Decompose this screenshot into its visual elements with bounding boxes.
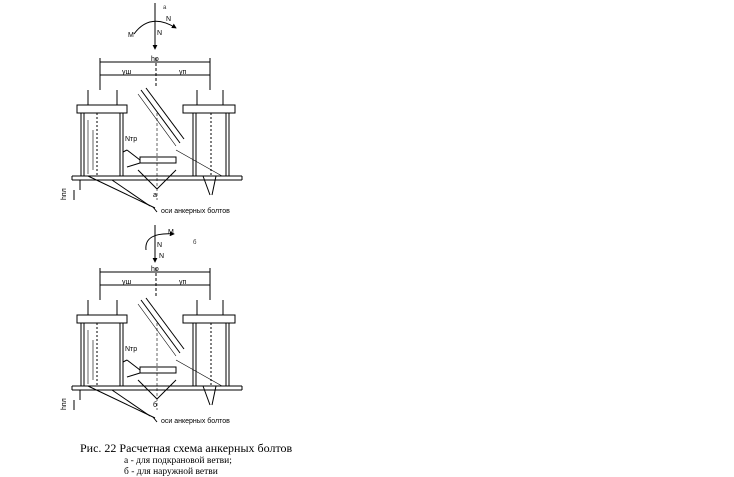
figure-caption-item-a: а - для подкрановой ветви;: [124, 456, 232, 466]
bolt-axes-label: оси анкерных болтов: [161, 207, 230, 215]
brace-force-label: Nтр: [125, 346, 137, 353]
force-n-label: N: [166, 16, 171, 23]
force-n-side-label: N: [159, 253, 164, 260]
figure-caption-title: Рис. 22 Расчетная схема анкерных болтов: [80, 441, 293, 455]
moment-label: M: [128, 32, 134, 39]
brace-force-label: Nтр: [125, 136, 137, 143]
left-dim-label: уш: [122, 69, 132, 76]
force-n-arrow: [133, 3, 177, 50]
center-point-label: б: [153, 401, 157, 409]
force-n-label: N: [157, 242, 162, 249]
panel-letter-a: а: [163, 5, 167, 11]
height-label: hпл: [61, 188, 68, 200]
force-n-arrow: [145, 225, 175, 263]
panel-letter-b: б: [193, 240, 197, 246]
scheme-a: а N M N hо уш уп Nтр а оси анкерных болт…: [61, 3, 243, 215]
figure-caption-item-b: б - для наружной ветви: [124, 467, 218, 477]
moment-label: M: [168, 229, 174, 236]
height-label: hпл: [61, 398, 68, 410]
center-point-label: а: [153, 192, 157, 199]
scheme-b-structure: [71, 267, 243, 423]
width-label: hо: [151, 56, 159, 63]
scheme-a-structure: [71, 57, 243, 213]
bolt-axes-label: оси анкерных болтов: [161, 417, 230, 425]
left-dim-label: уш: [122, 279, 132, 286]
right-dim-label: уп: [179, 279, 187, 286]
right-dim-label: уп: [179, 69, 187, 76]
scheme-b: б M N N hо уш уп Nтр б оси анкерных болт…: [61, 225, 243, 425]
width-label: hо: [151, 266, 159, 273]
force-n-side-label: N: [157, 30, 162, 37]
